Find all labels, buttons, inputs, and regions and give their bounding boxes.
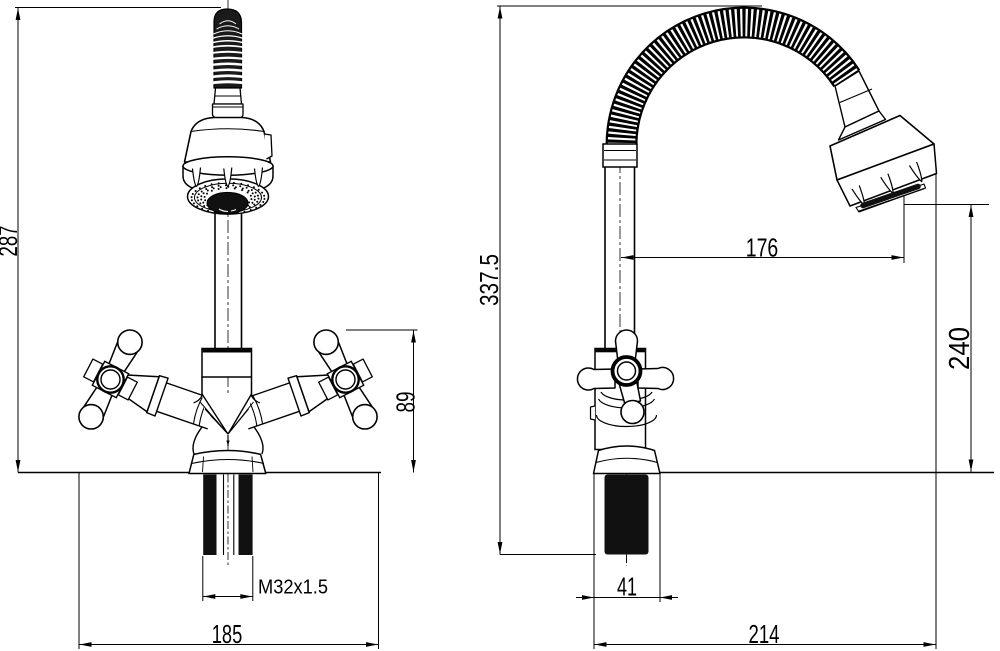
svg-text:337.5: 337.5 bbox=[476, 254, 504, 306]
svg-text:M32x1.5: M32x1.5 bbox=[258, 577, 328, 599]
svg-text:287: 287 bbox=[0, 226, 23, 257]
svg-text:176: 176 bbox=[746, 235, 779, 263]
svg-text:185: 185 bbox=[212, 621, 243, 649]
svg-text:41: 41 bbox=[617, 574, 637, 602]
svg-text:214: 214 bbox=[749, 621, 780, 649]
svg-text:240: 240 bbox=[944, 327, 976, 370]
svg-text:89: 89 bbox=[393, 392, 421, 413]
